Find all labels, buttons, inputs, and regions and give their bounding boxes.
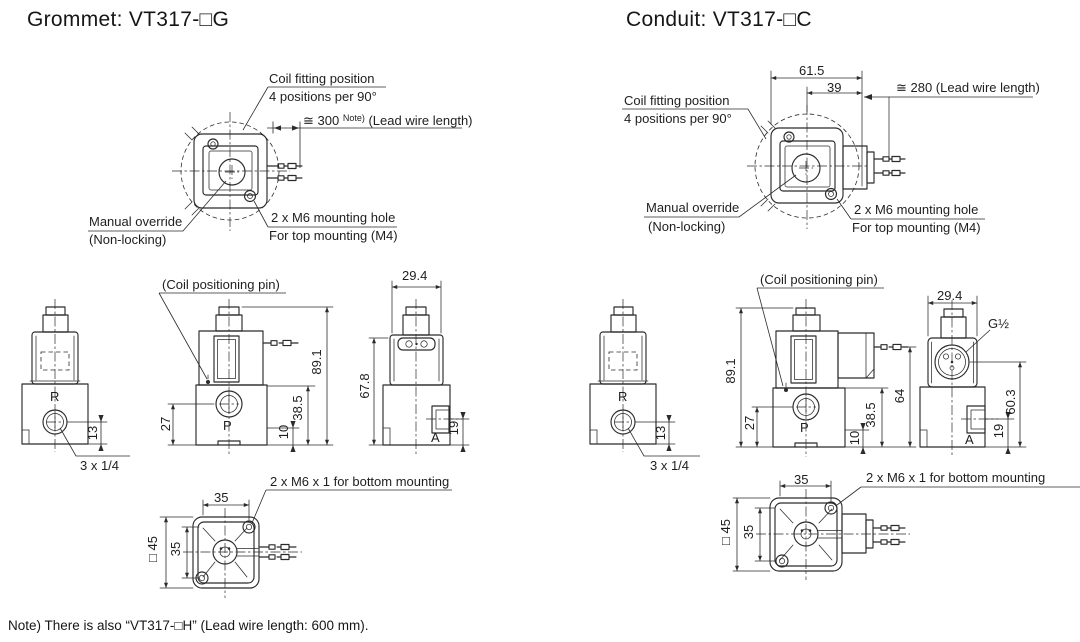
g-dim-19: 19 <box>446 420 461 436</box>
c-coil-fitting-label-line1: Coil fitting position <box>624 93 730 108</box>
g-port-a-label: A <box>431 430 440 445</box>
c-bottom-mounting-label: 2 x M6 x 1 for bottom mounting <box>866 470 1046 485</box>
c-dim-27: 27 <box>742 415 757 431</box>
c-dim-19: 19 <box>991 423 1006 439</box>
g-dim-35-vertical: 35 <box>168 541 183 557</box>
g-dim-38-5: 38.5 <box>290 395 305 421</box>
c-manual-override-label-line2: (Non-locking) <box>648 219 726 234</box>
mounting-screw <box>824 187 838 201</box>
g-mounting-hole-label-line2: For top mounting (M4) <box>269 228 398 243</box>
c-mounting-hole-label-line1: 2 x M6 mounting hole <box>854 202 979 217</box>
coil-positioning-pin <box>206 380 210 384</box>
lead-wires <box>266 162 303 182</box>
manual-override-button <box>218 158 246 186</box>
c-lead-wire-length-label: ≅ 280 (Lead wire length) <box>896 80 1040 95</box>
footer-note: Note) There is also “VT317-□H” (Lead wir… <box>8 618 369 633</box>
g-lead-wire-caption: (Lead wire length) <box>364 113 473 128</box>
g-dim-29-4: 29.4 <box>402 268 428 283</box>
c-coil-pin-label: (Coil positioning pin) <box>760 272 878 287</box>
grommet-top-view-drawing <box>88 86 462 232</box>
grommet-a-side-view-drawing <box>368 280 470 455</box>
bottom-mounting-screw <box>824 501 838 515</box>
manual-override-button <box>791 153 821 183</box>
c-dim-38-5: 38.5 <box>863 402 878 428</box>
c-manual-override-label-line1: Manual override <box>646 200 740 215</box>
g-dim-13: 13 <box>85 425 100 441</box>
lead-wire <box>873 343 909 351</box>
g-coil-fitting-label-line1: Coil fitting position <box>269 71 375 86</box>
c-g-thread-label: G½ <box>988 316 1009 331</box>
c-port-thread-label: 3 x 1/4 <box>650 458 690 473</box>
g-coil-pin-label: (Coil positioning pin) <box>162 277 280 292</box>
c-dim-64: 64 <box>892 388 907 404</box>
c-mounting-hole-label-line2: For top mounting (M4) <box>852 220 981 235</box>
mounting-screw <box>243 189 257 203</box>
c-dim-10: 10 <box>847 430 862 446</box>
grommet-p-front-view-drawing <box>158 292 334 455</box>
g-dim-67-8: 67.8 <box>357 373 372 399</box>
lead-wires <box>873 155 906 177</box>
c-port-r-label: R <box>618 389 628 404</box>
g-bottom-mounting-label: 2 x M6 x 1 for bottom mounting <box>270 474 450 489</box>
c-dim-13: 13 <box>653 425 668 441</box>
g-dim-27: 27 <box>158 416 173 432</box>
g-dim-35-horizontal: 35 <box>214 490 229 505</box>
conduit-p-front-view-drawing <box>735 287 917 457</box>
g-manual-override-label-line1: Manual override <box>89 214 183 229</box>
g-mounting-hole-label-line1: 2 x M6 mounting hole <box>271 210 396 225</box>
grommet-connector <box>397 337 436 351</box>
bottom-mounting-screw <box>775 554 789 568</box>
g-dim-89-1: 89.1 <box>309 349 324 375</box>
g-lead-wire-value: ≅ 300 <box>303 113 340 128</box>
grommet-r-side-view-drawing <box>21 299 130 457</box>
conduit-top-view-drawing <box>622 70 1033 229</box>
coil-positioning-pin <box>784 388 788 392</box>
conduit-housing <box>841 513 874 554</box>
grommet-title: Grommet: VT317-□G <box>27 8 230 31</box>
c-coil-fitting-label-line2: 4 positions per 90° <box>624 111 732 126</box>
g-dim-45-square: □ 45 <box>145 536 160 562</box>
g-lead-wire-note-ref: Note) <box>342 113 365 123</box>
mounting-screw <box>207 138 219 150</box>
manual-override-button <box>212 539 238 565</box>
conduit-bottom-view-drawing <box>732 480 1080 580</box>
c-dim-45-square: □ 45 <box>718 519 733 545</box>
conduit-title: Conduit: VT317-□C <box>626 8 812 31</box>
g-coil-fitting-label-line2: 4 positions per 90° <box>269 89 377 104</box>
conduit-r-side-view-drawing <box>589 299 700 457</box>
grommet-bottom-view-drawing <box>159 489 452 598</box>
lead-wires <box>872 524 906 546</box>
c-dim-35-horizontal: 35 <box>794 472 809 487</box>
g-manual-override-label-line2: (Non-locking) <box>89 232 167 247</box>
g-port-thread-label: 3 x 1/4 <box>80 458 120 473</box>
g-thread-conduit-port <box>934 344 970 380</box>
g-lead-wire-length-label: ≅ 300 Note) (Lead wire length) <box>303 111 473 128</box>
manual-override-button <box>793 521 819 547</box>
g-port-p-label: P <box>223 418 232 433</box>
c-port-p-label: P <box>800 420 809 435</box>
g-port-r-label: R <box>50 389 60 404</box>
conduit-housing <box>842 145 875 190</box>
lead-wires <box>258 543 297 561</box>
c-dim-89-1: 89.1 <box>723 358 738 384</box>
c-dim-61-5: 61.5 <box>799 63 825 78</box>
mounting-screw <box>783 131 795 143</box>
conduit-a-side-view-drawing <box>919 295 1027 455</box>
port-p-hole <box>215 390 243 418</box>
c-port-a-label: A <box>965 432 974 447</box>
c-dim-39: 39 <box>827 80 842 95</box>
lead-wires <box>262 339 299 347</box>
c-dim-35-vertical: 35 <box>741 524 756 540</box>
bottom-mounting-screw <box>242 520 256 534</box>
c-dim-29-4: 29.4 <box>937 288 963 303</box>
conduit-housing <box>837 332 875 379</box>
